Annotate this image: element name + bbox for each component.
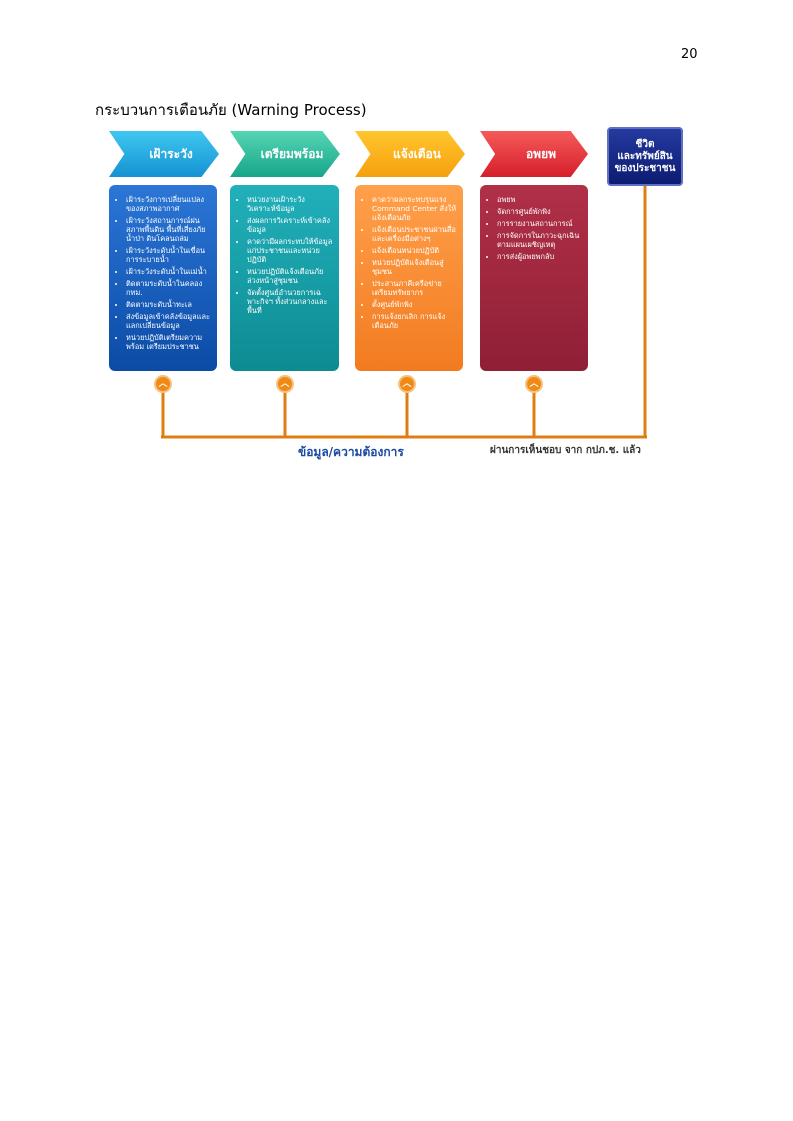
- card-item: การรายงานสถานการณ์: [497, 219, 582, 228]
- outcome-line1: ชีวิต: [635, 138, 655, 150]
- connector-lines: [161, 186, 647, 439]
- card-item: การส่งผู้อพยพกลับ: [497, 252, 582, 261]
- approval-label: ผ่านการเห็นชอบ จาก กปภ.ช. แล้ว: [490, 445, 641, 456]
- card-item: การจัดการในภาวะฉุกเฉินตามแผนเผชิญเหตุ: [497, 231, 582, 249]
- stage-card-evacuate: อพยพ จัดการศูนย์พักพิง การรายงานสถานการณ…: [480, 185, 588, 371]
- card-item: ติดตามระดับน้ำในคลอง กทม.: [126, 279, 211, 297]
- stage-card-monitor: เฝ้าระวังการเปลี่ยนแปลงของสภาพอากาศ เฝ้า…: [109, 185, 217, 371]
- warning-process-diagram: เฝ้าระวัง เตรียมพร้อม แจ้งเตือน อพยพ ชีว…: [0, 0, 793, 480]
- card-item: คาดว่ามีผลกระทบให้ข้อมูลแก่ประชาชนและหน่…: [247, 237, 333, 264]
- need-label: ข้อมูล/ความต้องการ: [298, 445, 404, 459]
- card-item: ประสานภาคีเครือข่ายเตรียมทรัพยากร: [372, 279, 457, 297]
- chevron-up-icon: ︿: [154, 375, 172, 393]
- chevron-up-icon: ︿: [276, 375, 294, 393]
- card-item: เฝ้าระวังสถานการณ์ฝน สภาพพื้นดิน พื้นที่…: [126, 216, 211, 243]
- card-item: เฝ้าระวังระดับน้ำในแม่น้ำ: [126, 267, 211, 276]
- card-item: หน่วยปฏิบัติแจ้งเตือนสู่ชุมชน: [372, 258, 457, 276]
- card-item: ตั้งศูนย์พักพิง: [372, 300, 457, 309]
- card-item: หน่วยปฏิบัติเตรียมความพร้อม เตรียมประชาช…: [126, 333, 211, 351]
- stage-chevron-monitor: เฝ้าระวัง: [109, 131, 219, 177]
- card-item: จัดตั้งศูนย์อำนวยการเฉพาะกิจฯ ทั้งส่วนกล…: [247, 288, 333, 315]
- section-title: กระบวนการเตือนภัย (Warning Process): [95, 101, 367, 119]
- card-item: คาดว่าผลกระทบรุนแรง Command Center สั่งใ…: [372, 195, 457, 222]
- card-item: ส่งข้อมูลเข้าคลังข้อมูลและแลกเปลี่ยนข้อม…: [126, 312, 211, 330]
- card-item: ส่งผลการวิเคราะห์เข้าคลังข้อมูล: [247, 216, 333, 234]
- card-item: แจ้งเตือนประชาชนผ่านสื่อและเครื่องมือต่า…: [372, 225, 457, 243]
- chevron-up-icon: ︿: [525, 375, 543, 393]
- stage-card-alert: คาดว่าผลกระทบรุนแรง Command Center สั่งใ…: [355, 185, 463, 371]
- chevron-up-icon: ︿: [398, 375, 416, 393]
- card-item: แจ้งเตือนหน่วยปฏิบัติ: [372, 246, 457, 255]
- card-item: จัดการศูนย์พักพิง: [497, 207, 582, 216]
- outcome-box: ชีวิต และทรัพย์สิน ของประชาชน: [607, 127, 683, 186]
- card-item: เฝ้าระวังระดับน้ำในเขื่อนการระบายน้ำ: [126, 246, 211, 264]
- outcome-line3: ของประชาชน: [614, 162, 676, 174]
- card-item: อพยพ: [497, 195, 582, 204]
- stage-chevron-alert: แจ้งเตือน: [355, 131, 465, 177]
- card-item: ติดตามระดับน้ำทะเล: [126, 300, 211, 309]
- page-number: 20: [681, 47, 698, 62]
- card-item: หน่วยงานเฝ้าระวัง วิเคราะห์ข้อมูล: [247, 195, 333, 213]
- stage-chevron-prepare: เตรียมพร้อม: [230, 131, 340, 177]
- card-item: หน่วยปฏิบัติแจ้งเตือนภัยล่วงหน้าสู่ชุมชน: [247, 267, 333, 285]
- stage-card-prepare: หน่วยงานเฝ้าระวัง วิเคราะห์ข้อมูล ส่งผลก…: [230, 185, 339, 371]
- stage-chevron-evacuate: อพยพ: [480, 131, 588, 177]
- card-item: การแจ้งยกเลิก การแจ้งเตือนภัย: [372, 312, 457, 330]
- outcome-line2: และทรัพย์สิน: [617, 150, 673, 162]
- card-item: เฝ้าระวังการเปลี่ยนแปลงของสภาพอากาศ: [126, 195, 211, 213]
